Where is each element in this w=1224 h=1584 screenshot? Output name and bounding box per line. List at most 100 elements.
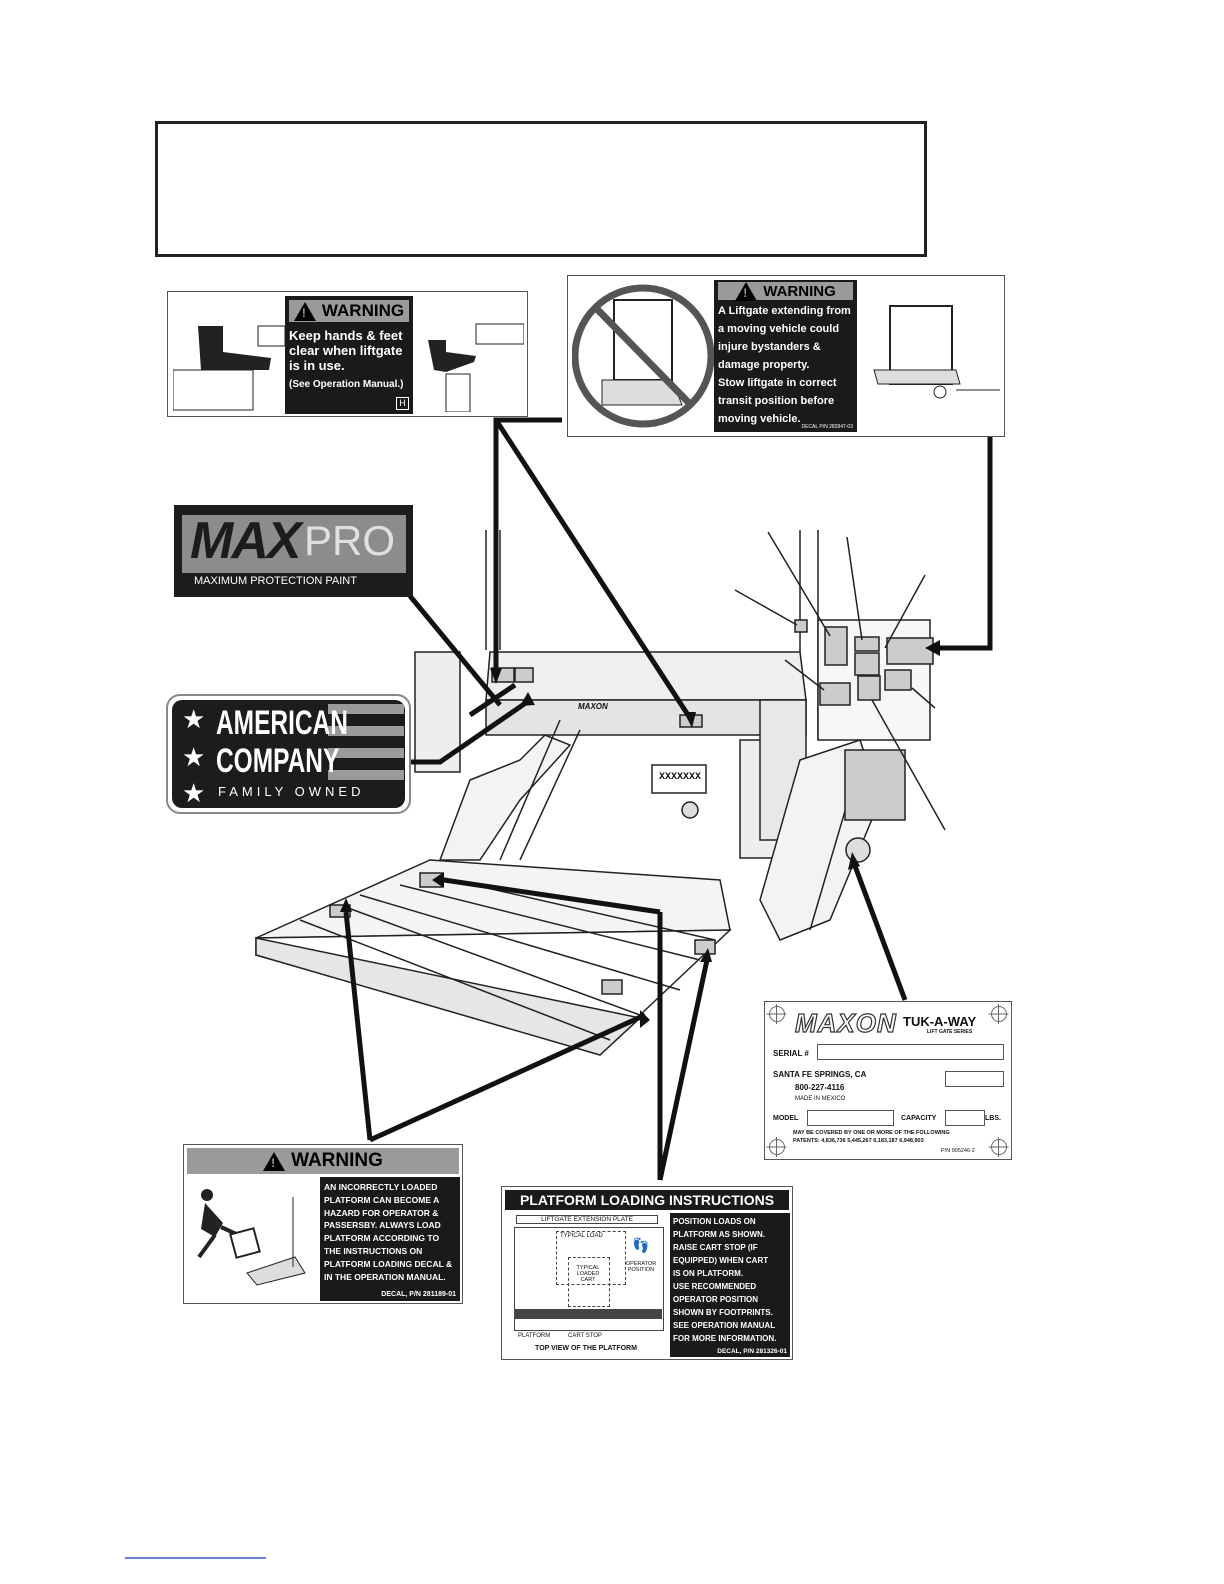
loading-line: SHOWN BY FOOTPRINTS. [673,1308,773,1317]
american-line1: AMERICAN [216,704,348,742]
hands-warning-note: (See Operation Manual.) [289,379,404,390]
plate-patent-line2: PATENTS: 4,836,736 5,445,267 6,183,187 6… [793,1138,924,1144]
plate-capacity-field [945,1110,985,1126]
hand-pictogram [428,323,524,412]
transit-warning-panel: WARNING A Liftgate extending from a movi… [714,280,857,432]
star-icon: ★ [182,704,206,734]
loaded-cart-box [568,1257,610,1307]
maxon-serial-plate: MAXON TUK-A-WAY LIFT GATE SERIES SERIAL … [764,1001,1012,1160]
loading-line: OPERATOR POSITION [673,1295,759,1304]
decal-platform-warning: WARNING AN INCORRECTLY LOADED PLATFORM C… [183,1144,463,1304]
plate-made: MADE IN MEXICO [795,1096,846,1102]
plate-address: SANTA FE SPRINGS, CA [773,1070,867,1079]
plate-lbs-label: LBS. [985,1115,1001,1122]
plate-series: TUK-A-WAY [903,1014,977,1029]
plate-serial-field [817,1044,1004,1060]
plate-series-sub: LIFT GATE SERIES [927,1029,973,1035]
platform-warning-line: HAZARD FOR OPERATOR & [324,1207,439,1218]
platform-warning-line: AN INCORRECTLY LOADED [324,1182,438,1192]
platform-warning-line: IN THE OPERATION MANUAL. [324,1271,446,1282]
platform-warning-line: PLATFORM CAN BECOME A [324,1194,440,1205]
transit-decal-part-number: DECAL P/N 282847-03 [801,424,853,430]
warning-triangle-icon [263,1151,286,1171]
maxpro-tagline: MAXIMUM PROTECTION PAINT [194,575,357,587]
transit-warning-header: WARNING [718,281,853,301]
maxpro-pro-text: PRO [304,517,396,564]
header-box [155,121,927,257]
typical-load-label: TYPICAL LOAD [560,1233,603,1239]
foot-pictogram [173,325,285,411]
transit-warning-line: injure bystanders & [718,341,821,353]
maxpro-max-text: MAX [190,512,302,570]
loading-line: IS ON PLATFORM. [673,1269,744,1278]
loading-line: USE RECOMMENDED [673,1282,757,1291]
plate-brand: MAXON [794,1007,897,1038]
platform-warning-text-panel: AN INCORRECTLY LOADED PLATFORM CAN BECOM… [320,1177,460,1301]
plate-part-number: P/N 905246-2 [941,1148,975,1154]
american-company-logo: ★ ★ ★ AMERICAN COMPANY FAMILY OWNED [166,694,411,814]
maxpro-logo: MAX PRO MAXIMUM PROTECTION PAINT [174,505,413,597]
footprints-icon: 👣 [632,1237,650,1253]
hands-warning-line: is in use. [289,358,345,373]
platform-warning-title: WARNING [291,1150,383,1171]
top-view-label: TOP VIEW OF THE PLATFORM [535,1345,637,1352]
extension-plate-label: LIFTGATE EXTENSION PLATE [516,1215,658,1224]
loading-line: FOR MORE INFORMATION. [673,1334,777,1343]
vehicle-plate-text: XXXXXXX [658,772,701,783]
loaded-cart-label: TYPICAL LOADED CART [576,1265,600,1283]
vehicle-brand-badge: MAXON [578,702,608,711]
hands-warning-badge: H [396,397,409,410]
american-flag-stripes [328,704,404,780]
platform-warning-line: PASSERSBY. ALWAYS LOAD [324,1220,441,1231]
hands-warning-title: WARNING [321,301,405,320]
transit-warning-line: A Liftgate extending from [718,305,851,317]
loading-instructions-text-panel: POSITION LOADS ON PLATFORM AS SHOWN. RAI… [670,1213,790,1357]
plate-patent-line1: MAY BE COVERED BY ONE OR MORE OF THE FOL… [793,1130,950,1136]
transit-warning-line: transit position before [718,395,835,407]
rivet-icon [769,1137,785,1157]
platform-warning-header: WARNING [187,1148,459,1174]
rivet-icon [991,1137,1007,1157]
platform-warning-line: PLATFORM LOADING DECAL & [324,1258,453,1269]
warning-triangle-icon [735,281,758,301]
rivet-icon [991,1004,1007,1024]
star-icon: ★ [182,742,206,772]
plate-model-field [807,1110,894,1126]
loading-line: EQUIPPED) WHEN CART [673,1256,769,1265]
platform-warning-line: PLATFORM ACCORDING TO [324,1233,440,1244]
platform-warning-part-number: DECAL, P/N 281189-01 [381,1291,456,1298]
loading-line: SEE OPERATION MANUAL [673,1321,776,1330]
hands-warning-line: Keep hands & feet [289,328,403,343]
hands-warning-line: clear when liftgate [289,343,403,358]
transit-warning-line: damage property. [718,359,810,371]
loading-diagram: LIFTGATE EXTENSION PLATE TYPICAL LOAD TY… [506,1213,669,1357]
warning-triangle-icon [293,301,316,321]
loading-line: POSITION LOADS ON [673,1217,756,1226]
loading-instructions-title: PLATFORM LOADING INSTRUCTIONS [505,1190,789,1210]
prohibited-transit-pictogram [572,284,714,428]
rivet-icon [769,1004,785,1024]
transit-warning-title: WARNING [763,282,836,300]
stowed-liftgate-pictogram [873,305,1000,399]
loading-line: PLATFORM AS SHOWN. [673,1230,765,1239]
transit-warning-line: moving vehicle. [718,413,801,425]
transit-warning-line: a moving vehicle could [718,323,840,335]
typical-load-box [556,1231,626,1285]
operator-position-label: OPERATOR POSITION [625,1261,657,1273]
plate-serial-label: SERIAL # [773,1049,809,1058]
hands-warning-header: WARNING [289,300,409,322]
loading-part-number: DECAL, P/N 281326-01 [717,1348,787,1355]
platform-label: PLATFORM [518,1333,551,1339]
hands-warning-panel: WARNING Keep hands & feet clear when lif… [285,296,413,414]
platform-warning-line: THE INSTRUCTIONS ON [324,1245,423,1256]
decal-transit-warning: WARNING A Liftgate extending from a movi… [567,275,1005,437]
plate-address-field [945,1071,1004,1087]
plate-capacity-label: CAPACITY [901,1115,937,1122]
plate-model-label: MODEL [773,1115,799,1122]
plate-phone: 800-227-4116 [795,1083,845,1092]
cart-stop-label: CART STOP [568,1333,603,1339]
american-line3: FAMILY OWNED [218,784,365,799]
american-line2: COMPANY [216,742,340,780]
loading-line: RAISE CART STOP (IF [673,1243,758,1252]
